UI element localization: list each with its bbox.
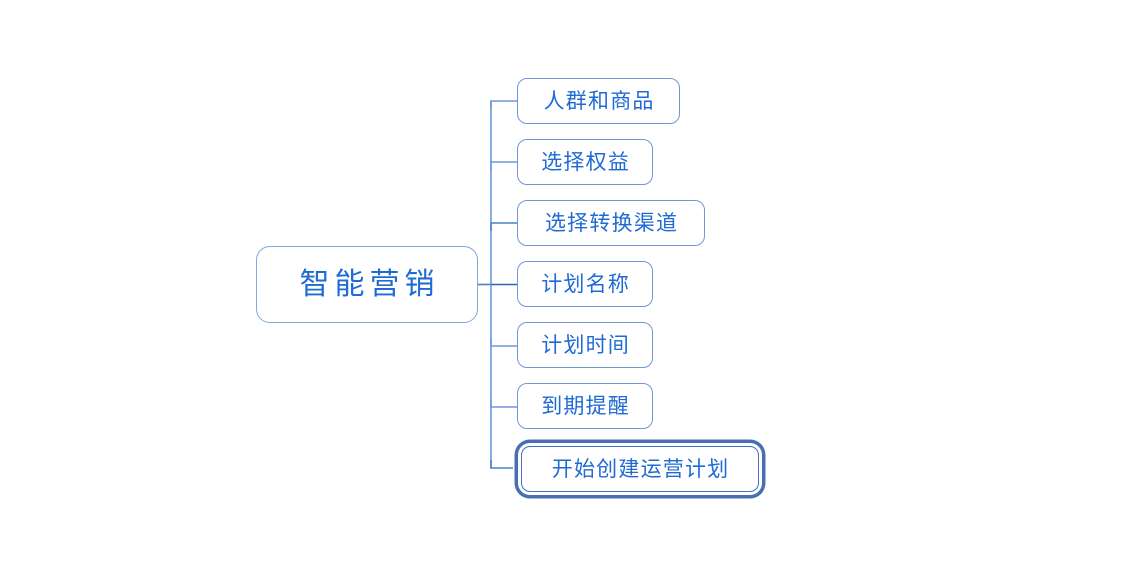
connector-branch-5 xyxy=(490,338,517,347)
connector-branch-6 xyxy=(490,399,517,408)
child-node-3[interactable]: 选择转换渠道 xyxy=(517,200,705,246)
connector-branch-1 xyxy=(490,100,517,109)
child-node-4[interactable]: 计划名称 xyxy=(517,261,653,307)
child-node-4-label: 计划名称 xyxy=(541,272,630,296)
child-node-1[interactable]: 人群和商品 xyxy=(517,78,680,124)
child-node-5-label: 计划时间 xyxy=(541,333,630,357)
child-node-3-label: 选择转换渠道 xyxy=(544,211,679,235)
child-node-5[interactable]: 计划时间 xyxy=(517,322,653,368)
child-node-6[interactable]: 到期提醒 xyxy=(517,383,653,429)
root-node-label: 智能营销 xyxy=(299,267,440,301)
connector-branch-2 xyxy=(490,161,517,170)
root-node[interactable]: 智能营销 xyxy=(256,246,478,323)
child-node-6-label: 到期提醒 xyxy=(541,394,630,418)
child-node-7-label: 开始创建运营计划 xyxy=(551,457,730,481)
child-node-7-selected[interactable]: 开始创建运营计划 xyxy=(521,446,759,492)
connector-branch-3 xyxy=(490,222,517,231)
child-node-2-label: 选择权益 xyxy=(541,150,630,174)
connector-branch-7 xyxy=(490,460,513,469)
child-node-1-label: 人群和商品 xyxy=(543,89,655,113)
child-node-2[interactable]: 选择权益 xyxy=(517,139,653,185)
